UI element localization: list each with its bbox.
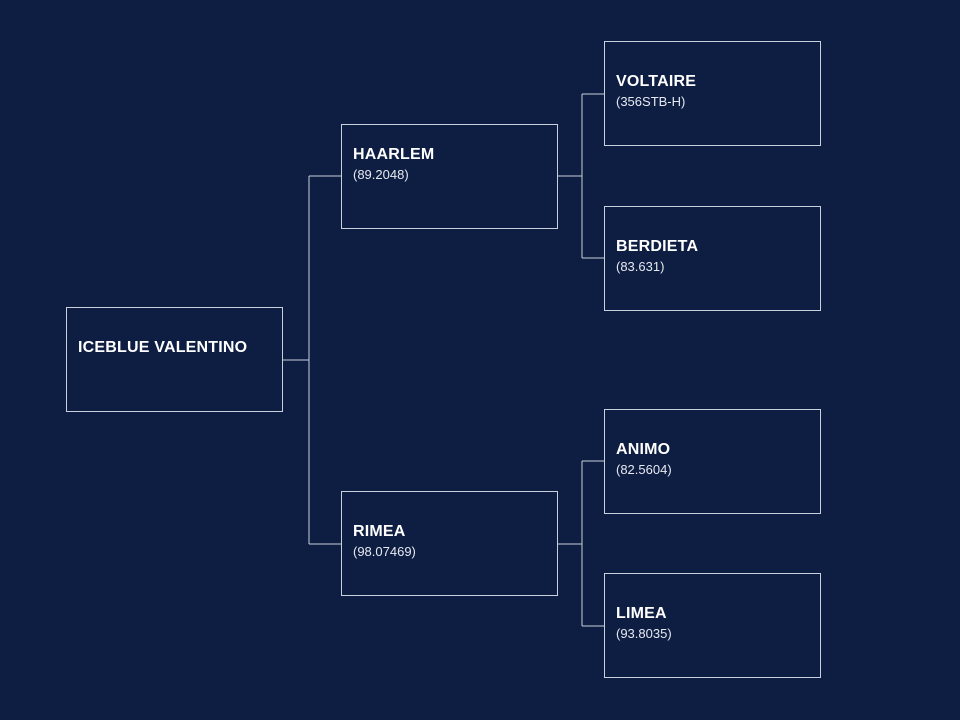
- dam-name: RIMEA: [353, 523, 406, 540]
- sire-sire-code: (356STB-H): [616, 94, 686, 109]
- sire-name: HAARLEM: [353, 146, 435, 163]
- sire-sire-node[interactable]: VOLTAIRE (356STB-H): [604, 41, 821, 146]
- sire-dam-node[interactable]: BERDIETA (83.631): [604, 206, 821, 311]
- dam-sire-node[interactable]: ANIMO (82.5604): [604, 409, 821, 514]
- connector-dam: [558, 460, 604, 627]
- sire-dam-name: BERDIETA: [616, 238, 699, 255]
- sire-dam-code: (83.631): [616, 259, 665, 274]
- dam-dam-node[interactable]: LIMEA (93.8035): [604, 573, 821, 678]
- dam-dam-name: LIMEA: [616, 605, 667, 622]
- dam-node[interactable]: RIMEA (98.07469): [341, 491, 558, 596]
- sire-sire-name: VOLTAIRE: [616, 73, 697, 90]
- subject-name: ICEBLUE VALENTINO: [78, 339, 248, 356]
- connector-subject: [283, 175, 341, 545]
- dam-sire-code: (82.5604): [616, 462, 672, 477]
- sire-code: (89.2048): [353, 167, 409, 182]
- sire-node[interactable]: HAARLEM (89.2048): [341, 124, 558, 229]
- dam-sire-name: ANIMO: [616, 441, 671, 458]
- dam-dam-code: (93.8035): [616, 626, 672, 641]
- dam-code: (98.07469): [353, 544, 416, 559]
- subject-node[interactable]: ICEBLUE VALENTINO: [66, 307, 283, 412]
- connector-sire: [558, 93, 604, 259]
